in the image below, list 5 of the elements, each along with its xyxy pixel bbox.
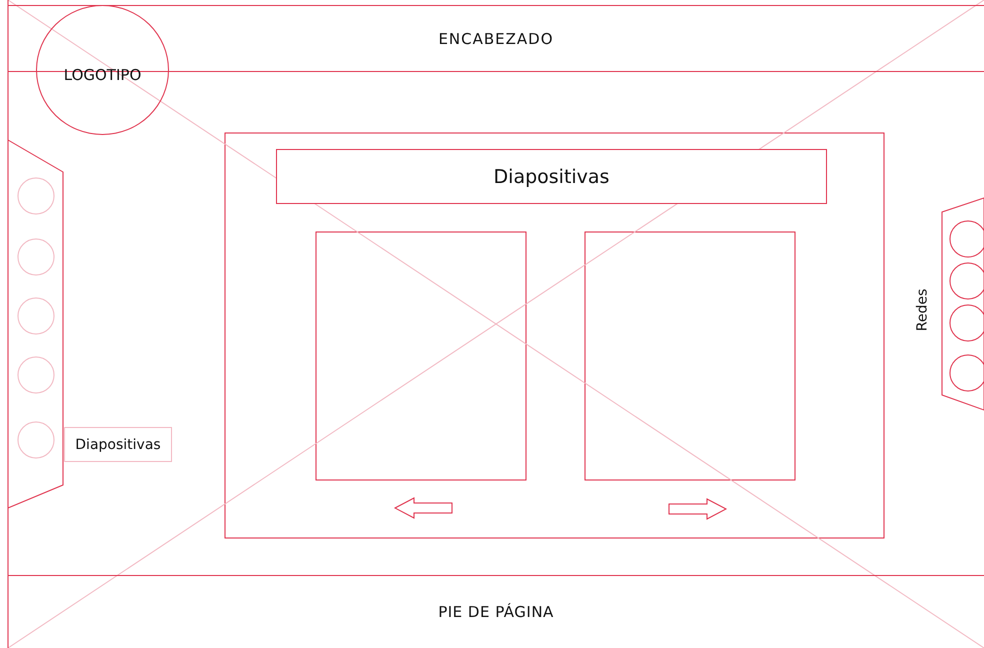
footer-bar: PIE DE PÁGINA xyxy=(8,575,984,648)
slideshow-banner: Diapositivas xyxy=(276,149,827,204)
slides-tag: Diapositivas xyxy=(64,427,172,462)
header-circle: LOGOTIPO xyxy=(36,5,169,135)
sidebar-label: Redes xyxy=(914,288,930,332)
